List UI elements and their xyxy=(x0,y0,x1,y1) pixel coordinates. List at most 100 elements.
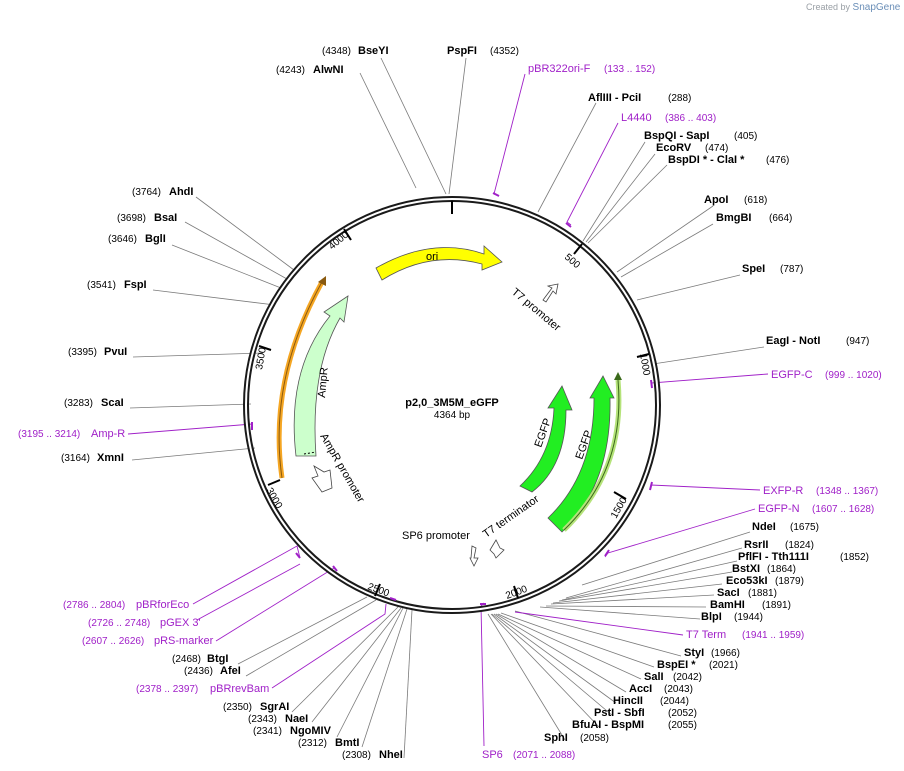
ampr-arrow xyxy=(293,295,349,457)
enzyme-pos: (947) xyxy=(846,336,869,347)
tick-1000: 1000 xyxy=(637,353,652,377)
enzyme-name[interactable]: ApoI xyxy=(704,194,728,206)
enzyme-pos: (2042) xyxy=(673,672,702,683)
primer-range: (2071 .. 2088) xyxy=(513,750,575,761)
enzyme-name[interactable]: NaeI xyxy=(285,713,308,725)
tick-4000: 4000 xyxy=(327,229,351,252)
primer-range: (999 .. 1020) xyxy=(825,370,882,381)
enzyme-pos: (4348) xyxy=(322,46,351,57)
primer-name[interactable]: T7 Term xyxy=(686,629,726,641)
primer-name[interactable]: EGFP-C xyxy=(771,369,813,381)
enzyme-name[interactable]: PstI - SbfI xyxy=(594,707,645,719)
enzyme-pos: (2055) xyxy=(668,720,697,731)
enzyme-name[interactable]: BlpI xyxy=(701,611,722,623)
enzyme-name[interactable]: SphI xyxy=(544,732,568,744)
credit-brand: SnapGene xyxy=(852,2,901,13)
enzyme-name[interactable]: AflIII - PciI xyxy=(588,92,641,104)
enzyme-pos: (1944) xyxy=(734,612,763,623)
enzyme-pos: (3164) xyxy=(61,453,90,464)
primer-range: (133 .. 152) xyxy=(604,64,655,75)
primer-name[interactable]: L4440 xyxy=(621,112,652,124)
credit-prefix: Created by xyxy=(806,2,851,12)
t7-terminator-arrow xyxy=(489,539,505,559)
primer-range: (2786 .. 2804) xyxy=(63,600,125,611)
enzyme-name[interactable]: BmgBI xyxy=(716,212,751,224)
egfp-arrow-1 xyxy=(519,385,573,493)
primer-name[interactable]: pBR322ori-F xyxy=(528,63,591,75)
primer-name[interactable]: SP6 xyxy=(482,749,503,761)
enzyme-name[interactable]: NdeI xyxy=(752,521,776,533)
primer-name[interactable]: Amp-R xyxy=(91,428,125,440)
enzyme-pos: (2341) xyxy=(253,726,282,737)
enzyme-name[interactable]: BseYI xyxy=(358,45,389,57)
enzyme-name[interactable]: Eco53kI xyxy=(726,575,768,587)
ticks xyxy=(258,201,650,599)
enzyme-name[interactable]: BfuAI - BspMI xyxy=(572,719,644,731)
enzyme-pos: (2058) xyxy=(580,733,609,744)
sp6-promoter-arrow xyxy=(469,545,479,567)
enzyme-name[interactable]: AlwNI xyxy=(313,64,344,76)
enzyme-pos: (2468) xyxy=(172,654,201,665)
primer-labels: pBR322ori-F (133 .. 152) L4440 (386 .. 4… xyxy=(18,63,882,761)
enzyme-pos: (618) xyxy=(744,195,767,206)
enzyme-pos: (787) xyxy=(780,264,803,275)
primer-name[interactable]: pBRrevBam xyxy=(210,683,269,695)
enzyme-pos: (2308) xyxy=(342,750,371,761)
enzyme-pos: (405) xyxy=(734,131,757,142)
primer-range: (3195 .. 3214) xyxy=(18,429,80,440)
enzyme-name[interactable]: PspFI xyxy=(447,45,477,57)
ori-label: ori xyxy=(426,251,438,263)
enzyme-name[interactable]: AhdI xyxy=(169,186,193,198)
snapgene-credit: Created by SnapGene xyxy=(806,2,900,13)
enzyme-pos: (1966) xyxy=(711,648,740,659)
enzyme-pos: (664) xyxy=(769,213,792,224)
enzyme-name[interactable]: BspDI * - ClaI * xyxy=(668,154,745,166)
enzyme-name[interactable]: BspQI - SapI xyxy=(644,130,709,142)
enzyme-name[interactable]: SacI xyxy=(717,587,740,599)
enzyme-name[interactable]: NgoMIV xyxy=(290,725,332,737)
sp6-promoter-label: SP6 promoter xyxy=(402,530,470,542)
enzyme-name[interactable]: BmtI xyxy=(335,737,359,749)
enzyme-name[interactable]: BglI xyxy=(145,233,166,245)
enzyme-pos: (2343) xyxy=(248,714,277,725)
enzyme-name[interactable]: SgrAI xyxy=(260,701,289,713)
enzyme-name[interactable]: BspEI * xyxy=(657,659,696,671)
primer-name[interactable]: EXFP-R xyxy=(763,485,803,497)
t7-terminator-label: T7 terminator xyxy=(481,493,542,541)
enzyme-name[interactable]: HincII xyxy=(613,695,643,707)
enzyme-pos: (2436) xyxy=(184,666,213,677)
enzyme-name[interactable]: SpeI xyxy=(742,263,765,275)
enzyme-name[interactable]: PflFI - Tth111I xyxy=(738,551,809,563)
enzyme-name[interactable]: SalI xyxy=(644,671,664,683)
primer-name[interactable]: pGEX 3' xyxy=(160,617,201,629)
enzyme-name[interactable]: PvuI xyxy=(104,346,127,358)
enzyme-name[interactable]: ScaI xyxy=(101,397,124,409)
enzyme-name[interactable]: BsaI xyxy=(154,212,177,224)
leader-lines xyxy=(129,57,765,759)
enzyme-name[interactable]: RsrII xyxy=(744,539,768,551)
enzyme-name[interactable]: BstXI xyxy=(732,563,760,575)
enzyme-pos: (2052) xyxy=(668,708,697,719)
primer-name[interactable]: pRS-marker xyxy=(154,635,214,647)
ampr-label: AmpR xyxy=(316,367,331,399)
enzyme-name[interactable]: AccI xyxy=(629,683,652,695)
enzyme-pos: (1675) xyxy=(790,522,819,533)
enzyme-name[interactable]: BamHI xyxy=(710,599,745,611)
enzyme-name[interactable]: XmnI xyxy=(97,452,124,464)
enzyme-name[interactable]: FspI xyxy=(124,279,147,291)
primer-name[interactable]: pBRforEco xyxy=(136,599,189,611)
enzyme-name[interactable]: EcoRV xyxy=(656,142,692,154)
plasmid-name: p2,0_3M5M_eGFP xyxy=(405,397,499,409)
primer-range: (2607 .. 2626) xyxy=(82,636,144,647)
enzyme-pos: (3395) xyxy=(68,347,97,358)
enzyme-name[interactable]: AfeI xyxy=(220,665,241,677)
enzyme-name[interactable]: NheI xyxy=(379,749,403,761)
enzyme-pos: (288) xyxy=(668,93,691,104)
primer-name[interactable]: EGFP-N xyxy=(758,503,800,515)
enzyme-name[interactable]: BtgI xyxy=(207,653,228,665)
enzyme-name[interactable]: EagI - NotI xyxy=(766,335,820,347)
enzyme-pos: (3541) xyxy=(87,280,116,291)
primer-range: (386 .. 403) xyxy=(665,113,716,124)
enzyme-pos: (3646) xyxy=(108,234,137,245)
enzyme-name[interactable]: StyI xyxy=(684,647,704,659)
